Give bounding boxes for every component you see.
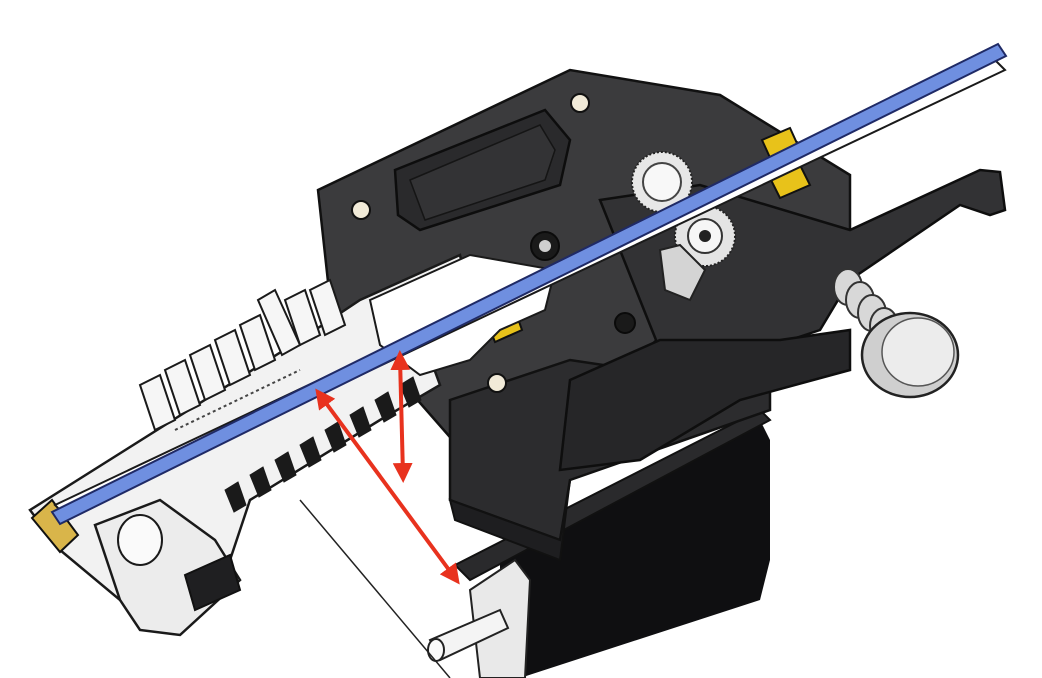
idler-bearing (674, 205, 736, 267)
mount-hole-front (487, 373, 507, 393)
motor-outline-line (299, 499, 451, 678)
heatsink-thread (174, 369, 301, 431)
heatsink-fins-upper (138, 278, 347, 432)
clamp-hole (117, 514, 163, 566)
housing-bore-inner (539, 240, 551, 252)
filament-path (50, 42, 1008, 526)
dimension-arrows (315, 350, 460, 585)
tension-arm-lower (558, 328, 852, 472)
filament (50, 42, 1008, 526)
clamp-foot (183, 553, 242, 612)
motor-body (500, 420, 770, 678)
mount-hole-left (351, 200, 371, 220)
nozzle-tip (30, 498, 80, 554)
drive-gear (631, 151, 693, 213)
thumbscrew (833, 268, 960, 399)
idler-bracket (658, 243, 707, 302)
housing-pocket-floor (409, 124, 556, 221)
dimension-arrow-diagonal (315, 388, 460, 585)
mount-hole-top (570, 93, 590, 113)
arm-pivot-hole (614, 312, 636, 334)
